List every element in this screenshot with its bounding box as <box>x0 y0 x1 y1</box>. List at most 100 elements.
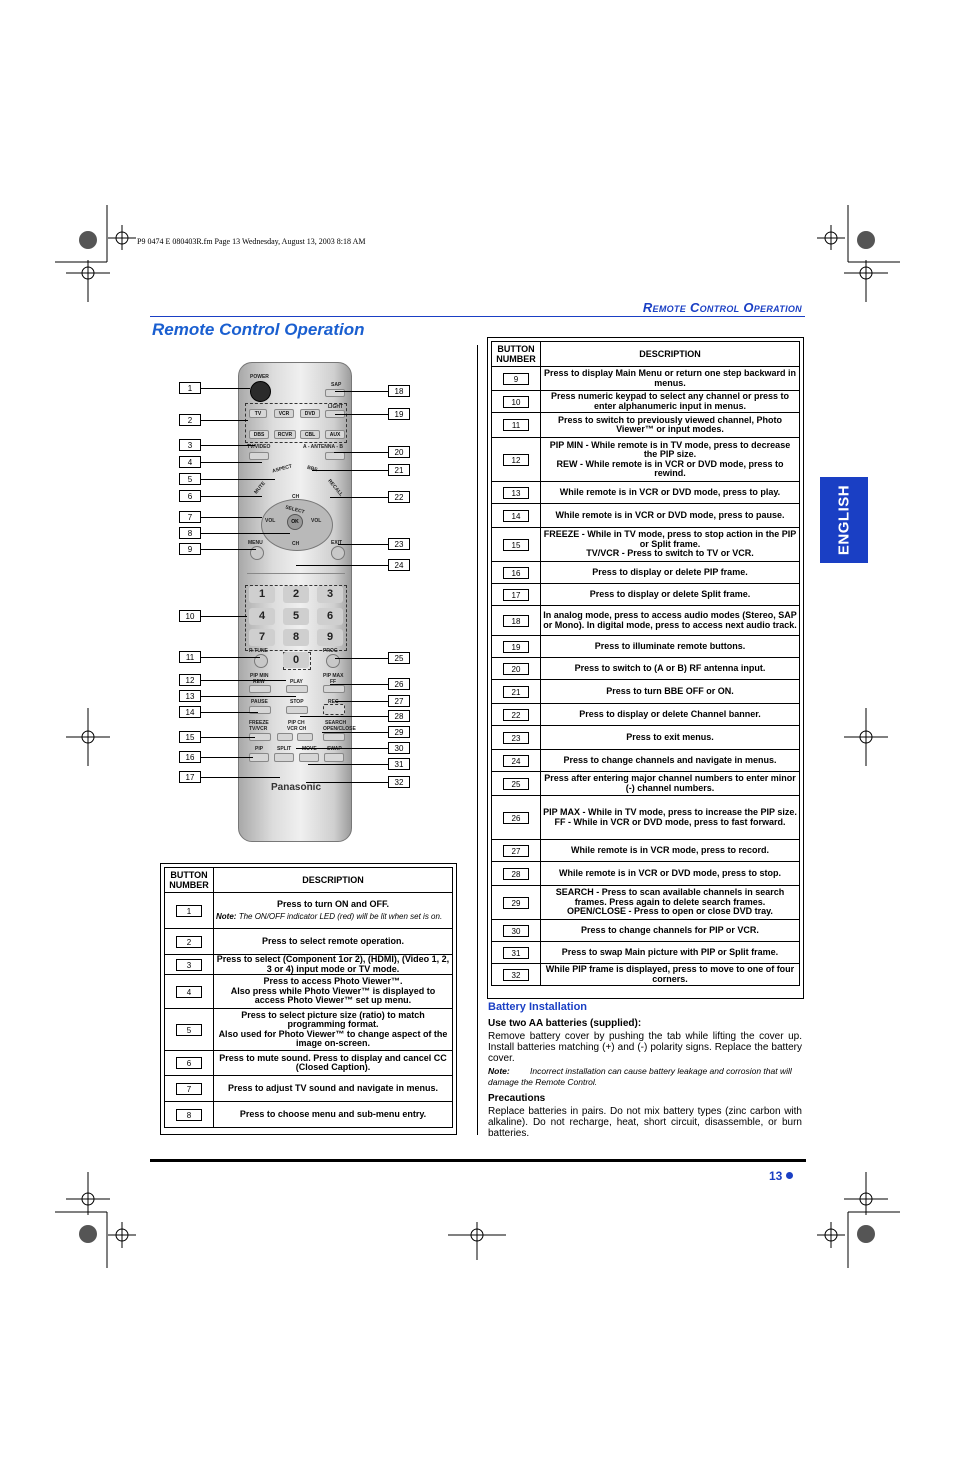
pipch-label: PIP CH <box>288 720 305 726</box>
row-description: PIP MIN - While remote is in TV mode, pr… <box>549 439 791 478</box>
row-description-cell: FREEZE - While in TV mode, press to stop… <box>540 527 800 562</box>
key-4: 4 <box>249 608 275 625</box>
leader-line <box>201 388 250 389</box>
footer-rule <box>150 1159 806 1162</box>
row-number-cell: 16 <box>491 561 541 584</box>
button-number: 22 <box>503 708 529 721</box>
leader-line <box>330 497 388 498</box>
row-description-cell: Press to select remote operation. <box>213 928 453 955</box>
rew-button <box>249 685 271 693</box>
row-description: Press to adjust TV sound and navigate in… <box>227 1082 439 1093</box>
row-description-cell: Press to display or delete PIP frame. <box>540 561 800 584</box>
vol-right-label: VOL <box>311 518 322 524</box>
split-label: SPLIT <box>277 746 292 752</box>
row-number-cell: 18 <box>491 605 541 636</box>
ch-down-label: CH <box>292 541 300 547</box>
row-number-cell: 17 <box>491 583 541 606</box>
page-title: Remote Control Operation <box>152 320 365 339</box>
row-description: While remote is in VCR mode, press to re… <box>570 844 770 855</box>
row-description-cell: PIP MIN - While remote is in TV mode, pr… <box>540 437 800 482</box>
row-description: While remote is in VCR or DVD mode, pres… <box>558 867 782 878</box>
callout-7: 7 <box>179 511 201 523</box>
aux-button: AUX <box>325 430 345 439</box>
search-label: SEARCH <box>325 720 347 726</box>
pause-label: PAUSE <box>251 699 268 705</box>
vol-left-label: VOL <box>265 518 276 524</box>
row-description: Press to illuminate remote buttons. <box>594 640 746 651</box>
rec-label: REC <box>328 699 339 705</box>
row-number-cell: 8 <box>164 1101 214 1128</box>
prog-button <box>326 654 340 668</box>
row-description: Press to select picture size (ratio) to … <box>218 1009 448 1048</box>
leader-line <box>201 657 260 658</box>
button-number: 10 <box>503 395 529 408</box>
vcr-button: VCR <box>274 409 294 418</box>
cbl-button: CBL <box>300 430 320 439</box>
row-number-cell: 3 <box>164 954 214 975</box>
table-row: 7 Press to adjust TV sound and navigate i… <box>164 1075 453 1102</box>
row-description-cell: Press after entering major channel numbe… <box>540 771 800 796</box>
button-number: 21 <box>503 685 529 698</box>
leader-line <box>330 684 388 685</box>
ch-up-label: CH <box>292 494 300 500</box>
play-label: PLAY <box>290 679 303 685</box>
running-header: Remote Control Operation <box>642 300 802 315</box>
leader-line <box>201 420 248 421</box>
row-description-cell: Press to display Main Menu or return one… <box>540 366 800 391</box>
freeze-label: FREEZE <box>249 720 269 726</box>
battery-note-label: Note: <box>488 1066 510 1076</box>
row-number-cell: 2 <box>164 928 214 955</box>
tvvideo-button <box>249 452 269 460</box>
callout-21: 21 <box>388 464 410 476</box>
table-right-header-num: BUTTON NUMBER <box>491 341 541 367</box>
button-number: 16 <box>503 566 529 579</box>
button-number: 30 <box>503 924 529 937</box>
move-label: MOVE <box>302 746 317 752</box>
row-description: Press to select (Component 1or 2), (HDMI… <box>216 954 450 974</box>
pipmin-label: PIP MIN <box>250 673 269 679</box>
search-button <box>323 733 345 741</box>
prog-label: PROG <box>323 648 338 654</box>
row-description-cell: Press to adjust TV sound and navigate in… <box>213 1075 453 1102</box>
antenna-button <box>325 452 345 460</box>
battery-subtitle: Use two AA batteries (supplied): <box>488 1018 642 1029</box>
row-description: While remote is in VCR or DVD mode, pres… <box>559 486 781 497</box>
row-description-cell: Press to mute sound. Press to display an… <box>213 1050 453 1076</box>
row-description-cell: Press numeric keypad to select any chann… <box>540 390 800 413</box>
row-description-cell: Press to change channels and navigate in… <box>540 749 800 772</box>
key-1: 1 <box>249 586 275 603</box>
button-number: 26 <box>503 811 529 824</box>
row-number-cell: 5 <box>164 1008 214 1051</box>
callout-25: 25 <box>388 652 410 664</box>
row-description-cell: Press to switch to previously viewed cha… <box>540 412 800 438</box>
row-description: Press numeric keypad to select any chann… <box>550 391 790 411</box>
row-description-cell: While remote is in VCR or DVD mode, pres… <box>540 861 800 886</box>
key-5: 5 <box>283 608 309 625</box>
leader-line <box>335 658 388 659</box>
callout-15: 15 <box>179 731 201 743</box>
key-0: 0 <box>283 652 309 668</box>
button-number: 8 <box>176 1108 202 1121</box>
callout-6: 6 <box>179 490 201 502</box>
row-description-cell: SEARCH - Press to scan available channel… <box>540 885 800 920</box>
button-number: 19 <box>503 640 529 653</box>
callout-1: 1 <box>179 382 201 394</box>
row-number-cell: 10 <box>491 390 541 413</box>
row-number-cell: 7 <box>164 1075 214 1102</box>
button-number: 3 <box>176 958 202 971</box>
key-6: 6 <box>317 608 343 625</box>
button-number: 25 <box>503 777 529 790</box>
callout-18: 18 <box>388 385 410 397</box>
button-number: 2 <box>176 935 202 948</box>
play-button <box>286 685 308 693</box>
row-description-cell: Press to exit menus. <box>540 725 800 750</box>
row-description: Press to display Main Menu or return one… <box>543 368 797 388</box>
row-description: Press to change channels and navigate in… <box>563 754 777 765</box>
